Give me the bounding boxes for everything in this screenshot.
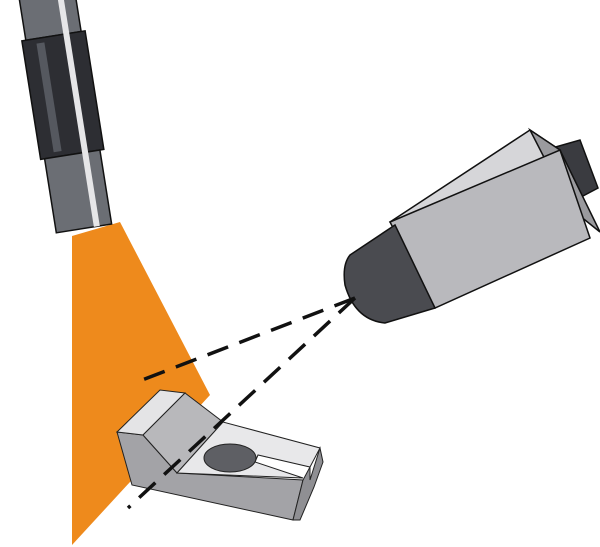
light-source [17,0,113,234]
camera [343,127,600,324]
workpiece-hole [203,443,257,473]
sight-lines [126,296,357,510]
light-beam [72,222,210,545]
workpiece [115,389,324,521]
